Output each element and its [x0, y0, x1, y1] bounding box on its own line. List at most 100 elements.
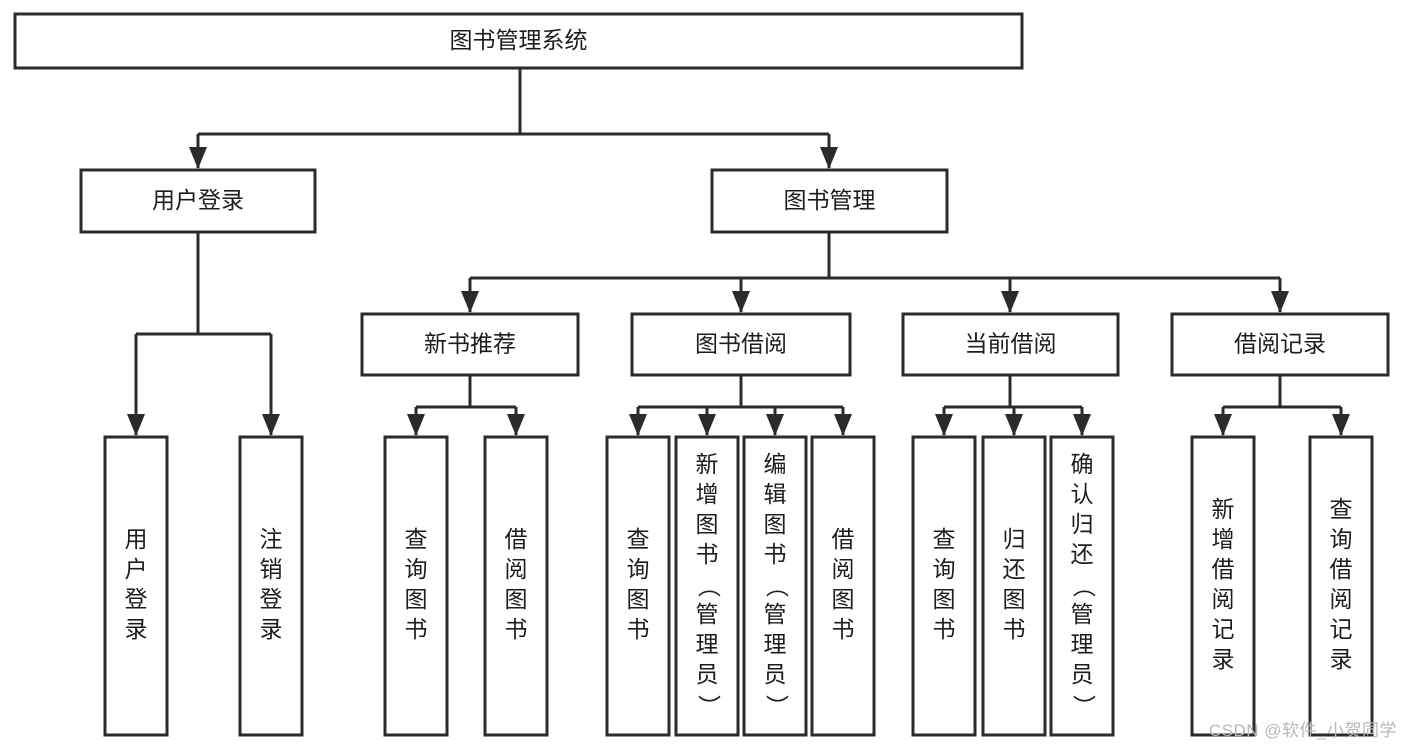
node-label-char: ） — [696, 695, 722, 718]
node-label-char: 图 — [832, 586, 855, 612]
node-label-char: 新 — [1212, 496, 1235, 522]
node-label-char: 询 — [627, 556, 650, 582]
arrow-head-icon — [732, 291, 750, 313]
node-label-char: 书 — [832, 616, 855, 642]
node-label-char: 员 — [696, 661, 719, 687]
node-用户登录[interactable]: 用户登录 — [79, 168, 317, 234]
node-label-char: 书 — [933, 616, 956, 642]
node-label-char: 图 — [696, 511, 719, 537]
node-label-char: 书 — [1003, 616, 1026, 642]
node-box — [1049, 435, 1115, 737]
node-label-char: 录 — [125, 616, 148, 642]
node-label-char: （ — [1071, 575, 1097, 598]
node-box — [911, 435, 977, 737]
node-图书管理[interactable]: 图书管理 — [710, 168, 949, 234]
node-label: 图书管理 — [784, 187, 876, 213]
node-label-char: 图 — [627, 586, 650, 612]
node-label: 用户登录 — [152, 187, 244, 213]
arrow-head-icon — [1332, 414, 1350, 436]
node-label-char: 阅 — [1330, 586, 1353, 612]
node-借阅记录[interactable]: 借阅记录 — [1170, 312, 1390, 377]
node-box — [742, 435, 808, 737]
node-box — [13, 12, 1024, 70]
node-box — [901, 312, 1120, 377]
node-label-char: 理 — [696, 631, 719, 657]
node-label-char: 户 — [125, 556, 148, 582]
node-box — [360, 312, 580, 377]
node-label-char: 还 — [1003, 556, 1026, 582]
arrow-head-icon — [1001, 291, 1019, 313]
node-当前借阅[interactable]: 当前借阅 — [901, 312, 1120, 377]
arrow-head-icon — [189, 147, 207, 169]
node-新书推荐[interactable]: 新书推荐 — [360, 312, 580, 377]
arrow-head-icon — [820, 147, 838, 169]
node-label-char: 新 — [696, 451, 719, 477]
arrow-head-icon — [1214, 414, 1232, 436]
node-box — [1170, 312, 1390, 377]
leaf-用户登录[interactable]: 用户登录 — [103, 435, 169, 737]
node-label-char: 记 — [1212, 616, 1235, 642]
node-box — [1190, 435, 1256, 737]
arrow-head-icon — [766, 414, 784, 436]
node-box — [674, 435, 740, 737]
node-label-char: 销 — [260, 556, 283, 582]
node-label-char: 图 — [764, 511, 787, 537]
arrow-head-icon — [698, 414, 716, 436]
node-label-char: 认 — [1071, 481, 1094, 507]
node-box — [1308, 435, 1374, 737]
node-box — [483, 435, 549, 737]
node-label-char: 注 — [260, 526, 283, 552]
node-label-char: （ — [764, 575, 790, 598]
node-label-char: 借 — [505, 526, 528, 552]
node-label-char: 查 — [1330, 496, 1353, 522]
node-label-char: 理 — [1071, 631, 1094, 657]
node-label-char: 查 — [405, 526, 428, 552]
arrow-head-icon — [935, 414, 953, 436]
node-box — [103, 435, 169, 737]
node-label-char: 书 — [405, 616, 428, 642]
node-label: 借阅记录 — [1234, 331, 1326, 357]
node-label-char: 用 — [125, 526, 148, 552]
node-label-char: 确 — [1071, 451, 1094, 477]
node-label: 图书借阅 — [695, 331, 787, 357]
node-box — [605, 435, 671, 737]
node-box — [383, 435, 449, 737]
node-图书管理系统[interactable]: 图书管理系统 — [13, 12, 1024, 70]
node-label-char: 录 — [1330, 646, 1353, 672]
arrow-head-icon — [1073, 414, 1091, 436]
node-label-char: 查 — [627, 526, 650, 552]
node-label-char: 借 — [1330, 556, 1353, 582]
node-label-char: 书 — [696, 541, 719, 567]
node-label-char: 图 — [1003, 586, 1026, 612]
node-label: 图书管理系统 — [450, 27, 588, 53]
node-label-char: 管 — [696, 601, 719, 627]
node-box — [981, 435, 1047, 737]
node-label-char: 询 — [1330, 526, 1353, 552]
node-label-char: 图 — [933, 586, 956, 612]
node-label-char: 登 — [125, 586, 148, 612]
arrow-head-icon — [127, 414, 145, 436]
connector-layer — [127, 68, 1350, 436]
node-label-char: 录 — [1212, 646, 1235, 672]
node-label-char: 还 — [1071, 541, 1094, 567]
node-图书借阅[interactable]: 图书借阅 — [630, 312, 852, 377]
node-label-char: 图 — [405, 586, 428, 612]
node-label-char: 归 — [1071, 511, 1094, 537]
node-label-char: 图 — [505, 586, 528, 612]
node-label-char: 管 — [764, 601, 787, 627]
node-label-char: 登 — [260, 586, 283, 612]
